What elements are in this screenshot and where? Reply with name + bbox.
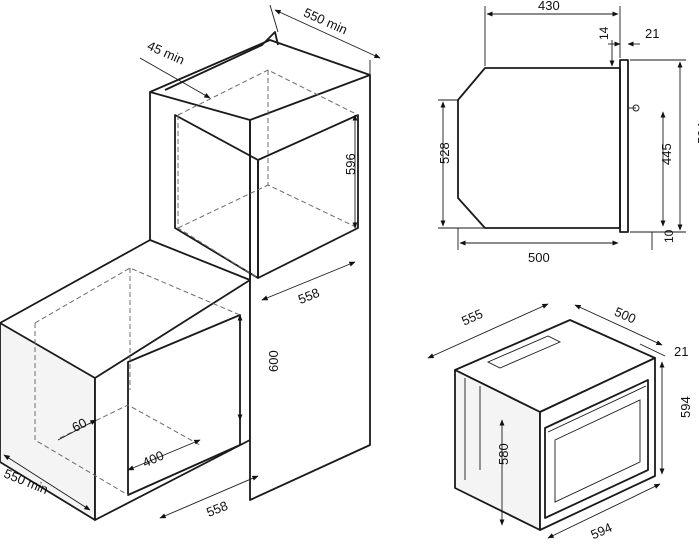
label-body-depth-top: 430 — [538, 0, 560, 13]
label-total-height: 594 — [695, 122, 699, 144]
label-body-height: 528 — [437, 142, 452, 164]
oven-window — [554, 399, 641, 503]
lower-cabinet-side — [94, 279, 251, 521]
oven-iso-drawing: 555 500 21 594 580 594 — [427, 303, 693, 543]
dim-oven-door — [639, 343, 666, 357]
label-base-setback: 60 — [69, 415, 89, 435]
upper-cabinet-top — [149, 39, 371, 93]
lower-niche-hidden-top — [34, 267, 241, 324]
label-oven-height: 594 — [678, 396, 693, 418]
lower-niche-hidden-back — [34, 323, 129, 496]
label-upper-height: 596 — [343, 153, 358, 175]
label-oven-door: 21 — [674, 344, 688, 359]
label-body-depth-bottom: 500 — [528, 250, 550, 265]
label-front-height: 445 — [659, 143, 674, 165]
dim-upper-depth — [274, 9, 381, 59]
label-door-thickness: 21 — [645, 26, 659, 41]
dim-base-depth — [127, 439, 201, 471]
label-door-gap: 14 — [597, 26, 611, 40]
cabinet-drawing: 550 min 45 min 596 558 600 60 400 558 55… — [0, 4, 381, 521]
upper-niche-hidden-left — [177, 115, 259, 279]
dim-oven-width — [547, 483, 661, 539]
dim-vent-gap — [139, 57, 211, 99]
label-bottom-offset: 10 — [662, 229, 676, 243]
dim-oven-depth — [427, 303, 549, 359]
side-view-drawing: 430 14 21 594 445 528 10 500 — [437, 0, 699, 265]
dim-upper-width — [261, 261, 356, 301]
side-door-panel — [619, 59, 629, 233]
dim-oven-width-top — [574, 304, 663, 346]
upper-niche-front — [174, 114, 259, 279]
dim-lower-depth — [3, 454, 91, 511]
label-oven-width: 594 — [588, 520, 614, 543]
dim-base-setback — [57, 419, 97, 441]
dim-upper-depth-ext1 — [269, 4, 279, 33]
label-oven-inner-height: 580 — [496, 443, 511, 465]
label-oven-depth: 555 — [459, 306, 485, 329]
label-upper-depth: 550 min — [301, 5, 349, 38]
upper-niche-hidden-bottom — [177, 184, 269, 229]
oven-handle — [547, 385, 647, 433]
dim-lower-width — [159, 475, 259, 519]
label-lower-height: 600 — [266, 350, 281, 372]
label-oven-width-top: 500 — [612, 304, 638, 327]
label-vent-gap: 45 min — [145, 38, 187, 68]
label-lower-width: 558 — [204, 498, 230, 520]
side-body-outline — [457, 67, 621, 229]
oven-door — [544, 379, 649, 519]
tall-column-front — [149, 91, 251, 280]
